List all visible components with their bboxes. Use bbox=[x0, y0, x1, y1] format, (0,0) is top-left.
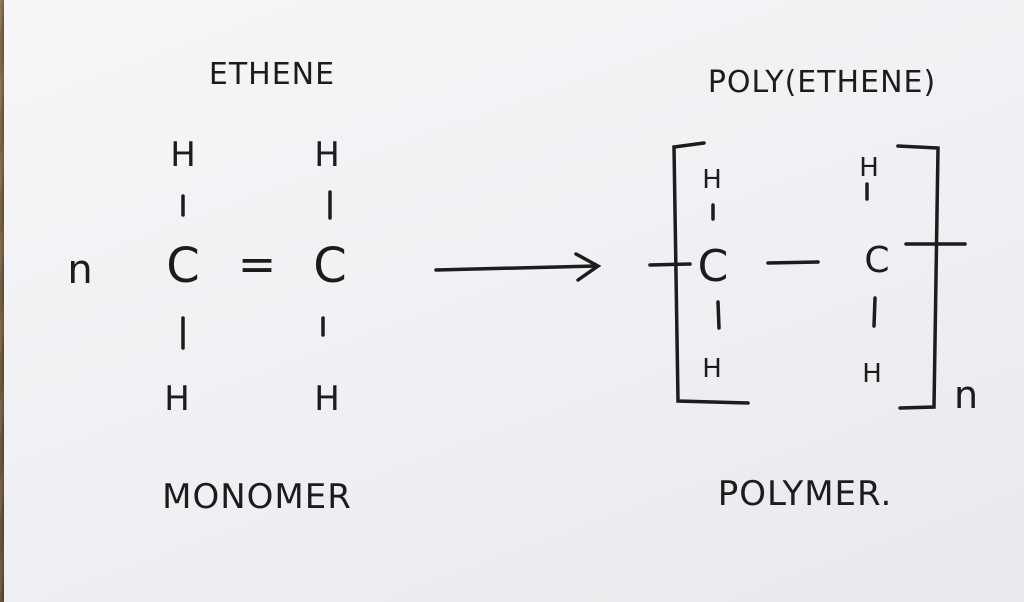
polymer-h-bottom-right: H bbox=[862, 359, 882, 389]
polymer-structure: POLY(ETHENE) H H C C H H n POLYMER. bbox=[648, 65, 978, 514]
polymer-bond-bottom-right bbox=[872, 296, 877, 328]
polymer-carbon-left: C bbox=[698, 241, 729, 292]
polymer-subscript-n: n bbox=[954, 373, 978, 417]
polymer-bond-middle bbox=[766, 260, 820, 265]
monomer-h-bottom-left: H bbox=[164, 379, 190, 419]
polymer-h-top-right: H bbox=[859, 153, 879, 183]
polymer-caption: POLYMER. bbox=[718, 474, 893, 514]
polymer-bond-left-stub bbox=[648, 262, 692, 267]
paper-sheet bbox=[4, 0, 1024, 602]
polymer-left-bracket bbox=[672, 141, 750, 405]
monomer-h-top-right: H bbox=[314, 135, 340, 175]
polymer-h-top-left: H bbox=[702, 165, 722, 195]
monomer-h-top-left: H bbox=[170, 135, 196, 175]
polymer-carbon-right: C bbox=[864, 240, 889, 281]
reaction-arrow bbox=[434, 252, 602, 282]
monomer-coefficient: n bbox=[67, 247, 92, 293]
monomer-double-bond: = bbox=[238, 237, 277, 291]
monomer-carbon-left: C bbox=[166, 238, 200, 294]
polymer-bond-bottom-left bbox=[716, 300, 721, 330]
monomer-structure: ETHENE n H H C = C H H MONOMER bbox=[67, 57, 352, 517]
polymer-right-bracket bbox=[896, 144, 940, 410]
polymer-title: POLY(ETHENE) bbox=[708, 65, 936, 100]
monomer-h-bottom-right: H bbox=[314, 379, 340, 419]
monomer-caption: MONOMER bbox=[162, 477, 352, 517]
monomer-carbon-right: C bbox=[313, 238, 347, 294]
monomer-title: ETHENE bbox=[209, 57, 335, 92]
polymer-h-bottom-left: H bbox=[702, 354, 722, 384]
